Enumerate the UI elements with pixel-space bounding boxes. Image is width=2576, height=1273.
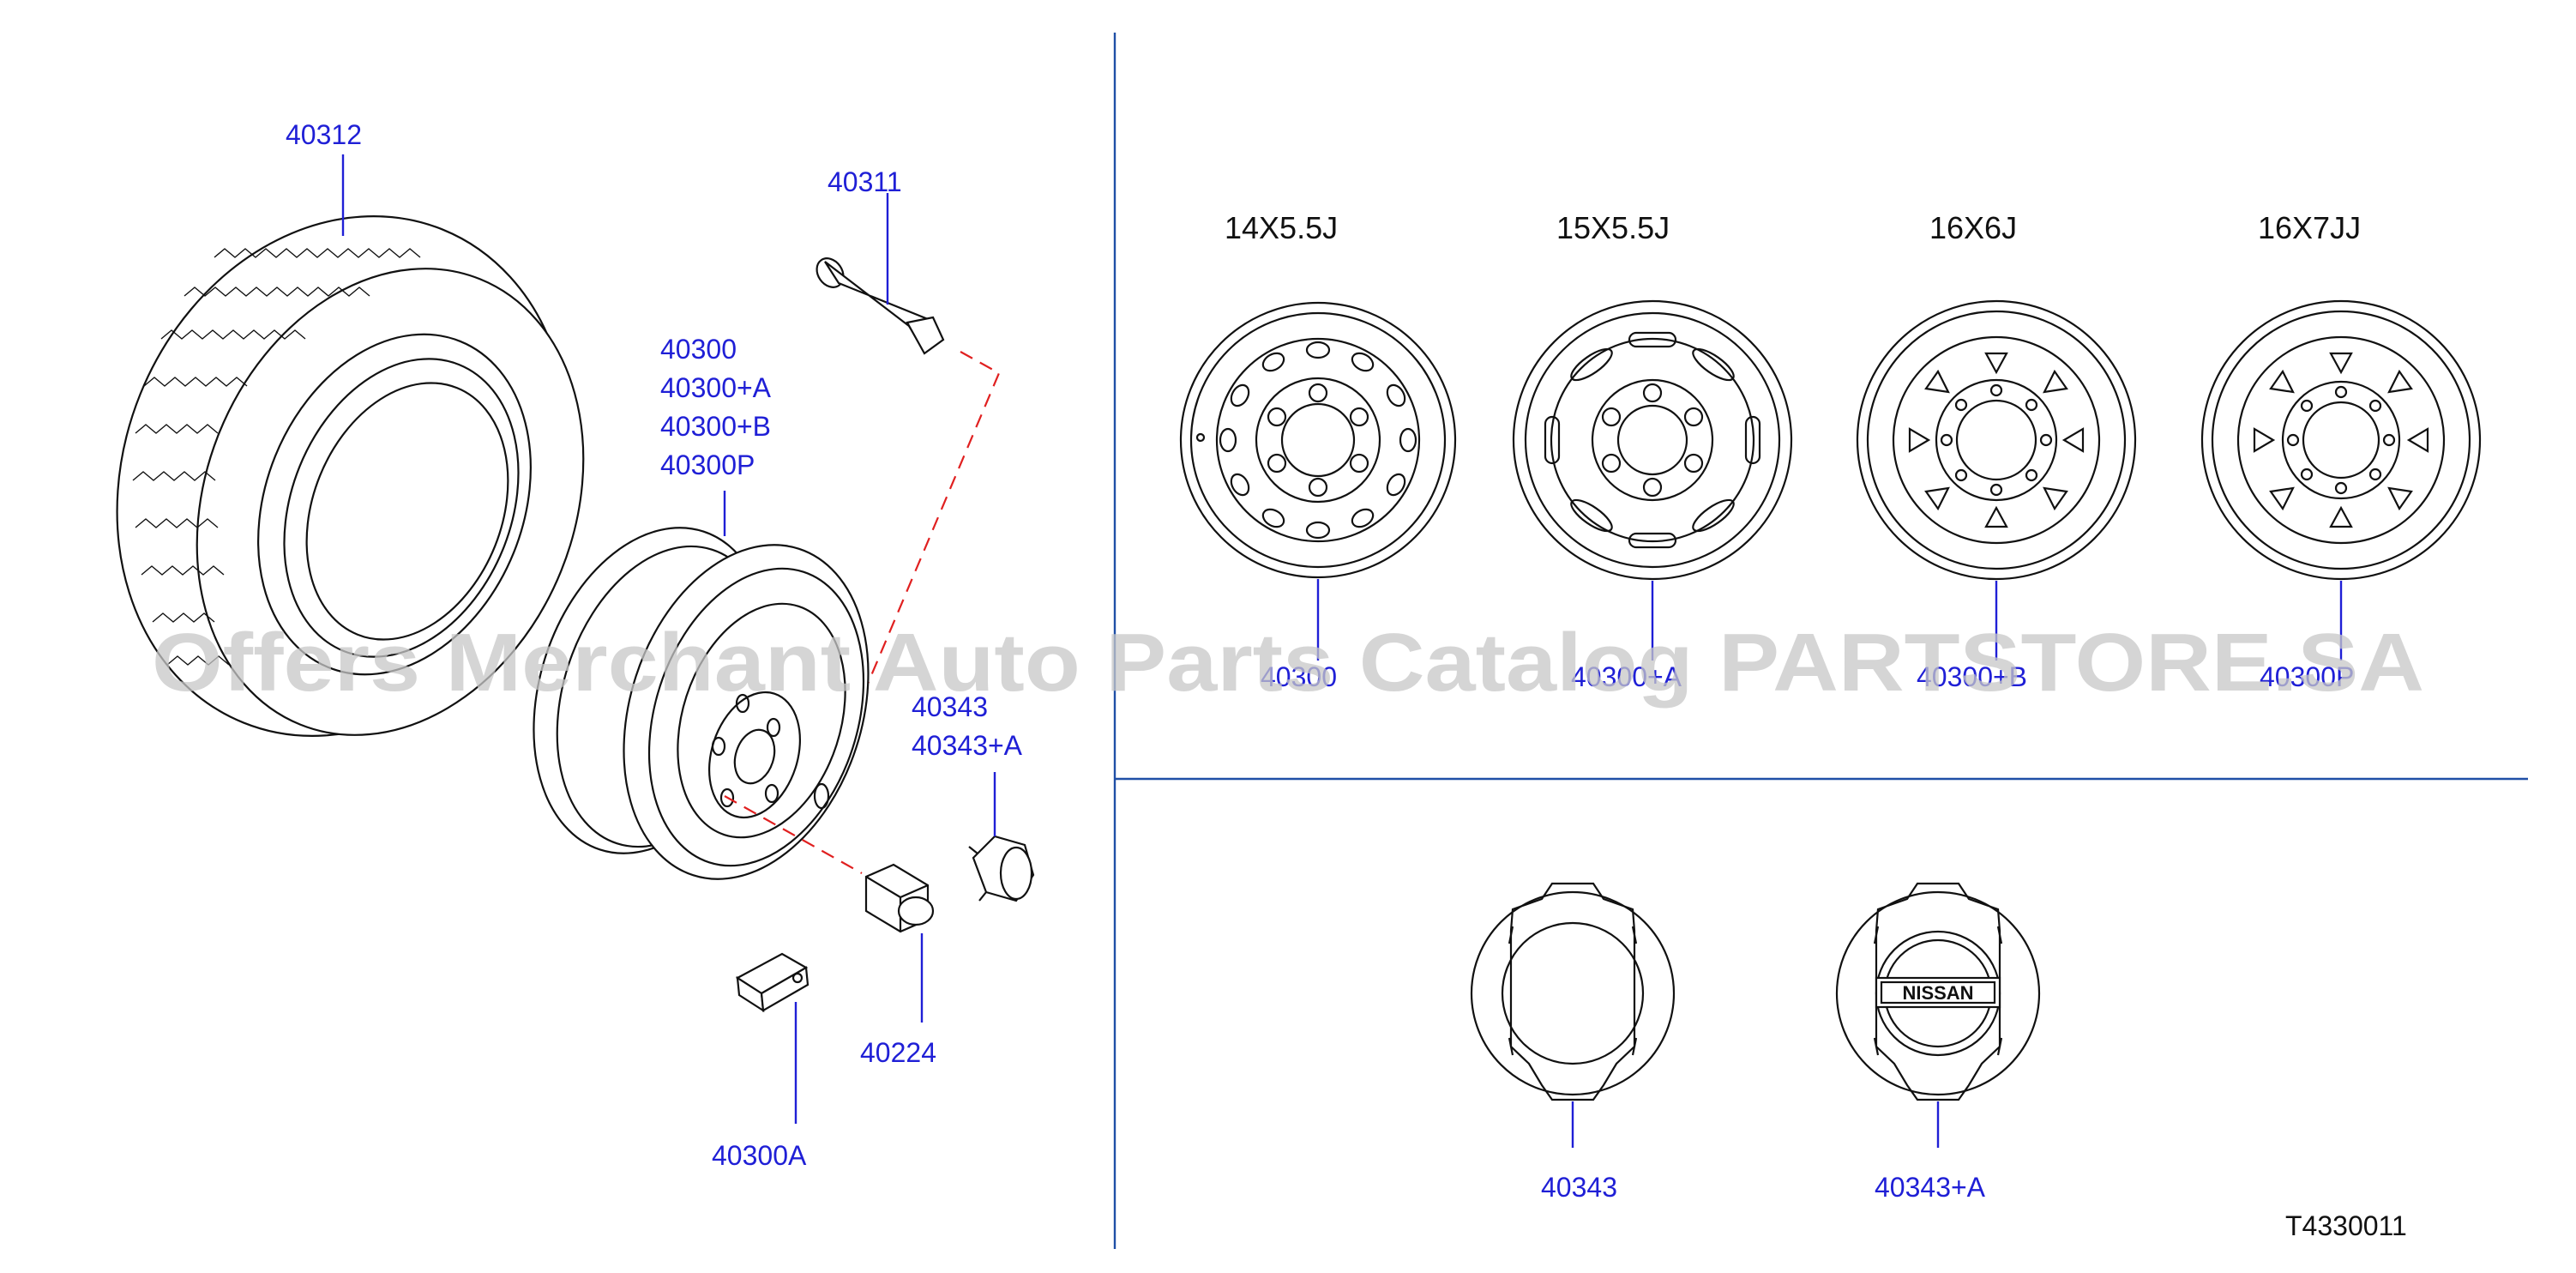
wheel-part-label-2[interactable]: 40300+A bbox=[660, 372, 772, 403]
wheel-size-label-4[interactable]: 16X7JJ bbox=[2258, 210, 2361, 245]
wheel-4-part-label[interactable]: 40300P bbox=[2260, 661, 2354, 692]
valve-dashed-guide bbox=[822, 351, 1001, 790]
wheel-exploded-drawing[interactable] bbox=[494, 497, 909, 911]
nut-part-label[interactable]: 40224 bbox=[860, 1037, 936, 1068]
emblem-cap-part-label[interactable]: 40343+A bbox=[1875, 1172, 1986, 1203]
wheel-1-part-label[interactable]: 40300 bbox=[1261, 661, 1337, 692]
watermark-text: Offers Merchant Auto Parts Catalog PARTS… bbox=[152, 617, 2424, 709]
nissan-emblem-cap-drawing[interactable]: NISSAN bbox=[1835, 882, 2041, 1101]
nissan-emblem-text: NISSAN bbox=[1902, 982, 1973, 1004]
wheel-3-part-label[interactable]: 40300+B bbox=[1917, 661, 2027, 692]
wheel-size-label-3[interactable]: 16X6J bbox=[1929, 210, 2017, 245]
small-cap-part-label-2[interactable]: 40343+A bbox=[912, 730, 1023, 761]
valve-part-label[interactable]: 40311 bbox=[828, 166, 902, 197]
wheel-variant-16x6j[interactable] bbox=[1856, 299, 2137, 581]
wheel-part-label-4[interactable]: 40300P bbox=[660, 449, 755, 480]
small-cap-part-label-1[interactable]: 40343 bbox=[912, 691, 988, 722]
wheel-size-label-1[interactable]: 14X5.5J bbox=[1225, 210, 1338, 245]
valve-drawing[interactable] bbox=[811, 253, 945, 355]
wheel-size-label-2[interactable]: 15X5.5J bbox=[1556, 210, 1670, 245]
wheel-2-part-label[interactable]: 40300+A bbox=[1571, 661, 1682, 692]
plain-center-cap-drawing[interactable] bbox=[1470, 882, 1676, 1101]
weight-part-label[interactable]: 40300A bbox=[712, 1140, 807, 1171]
tire-part-label[interactable]: 40312 bbox=[286, 119, 362, 150]
figure-code: T4330011 bbox=[2285, 1210, 2407, 1241]
tire-drawing[interactable] bbox=[40, 148, 651, 805]
wheel-variant-14x5.5j[interactable] bbox=[1179, 301, 1457, 579]
wheel-variant-16x7jj[interactable] bbox=[2200, 299, 2482, 581]
plain-cap-part-label[interactable]: 40343 bbox=[1541, 1172, 1617, 1203]
nut-dashed-guide bbox=[724, 795, 863, 874]
wheel-part-label-1[interactable]: 40300 bbox=[660, 334, 737, 365]
wheel-variant-15x5.5j[interactable] bbox=[1512, 299, 1793, 581]
small-center-cap-drawing[interactable] bbox=[968, 835, 1035, 902]
lug-nut-drawing[interactable] bbox=[864, 863, 935, 933]
balance-weight-drawing[interactable] bbox=[735, 952, 810, 1013]
wheel-part-label-3[interactable]: 40300+B bbox=[660, 411, 771, 442]
